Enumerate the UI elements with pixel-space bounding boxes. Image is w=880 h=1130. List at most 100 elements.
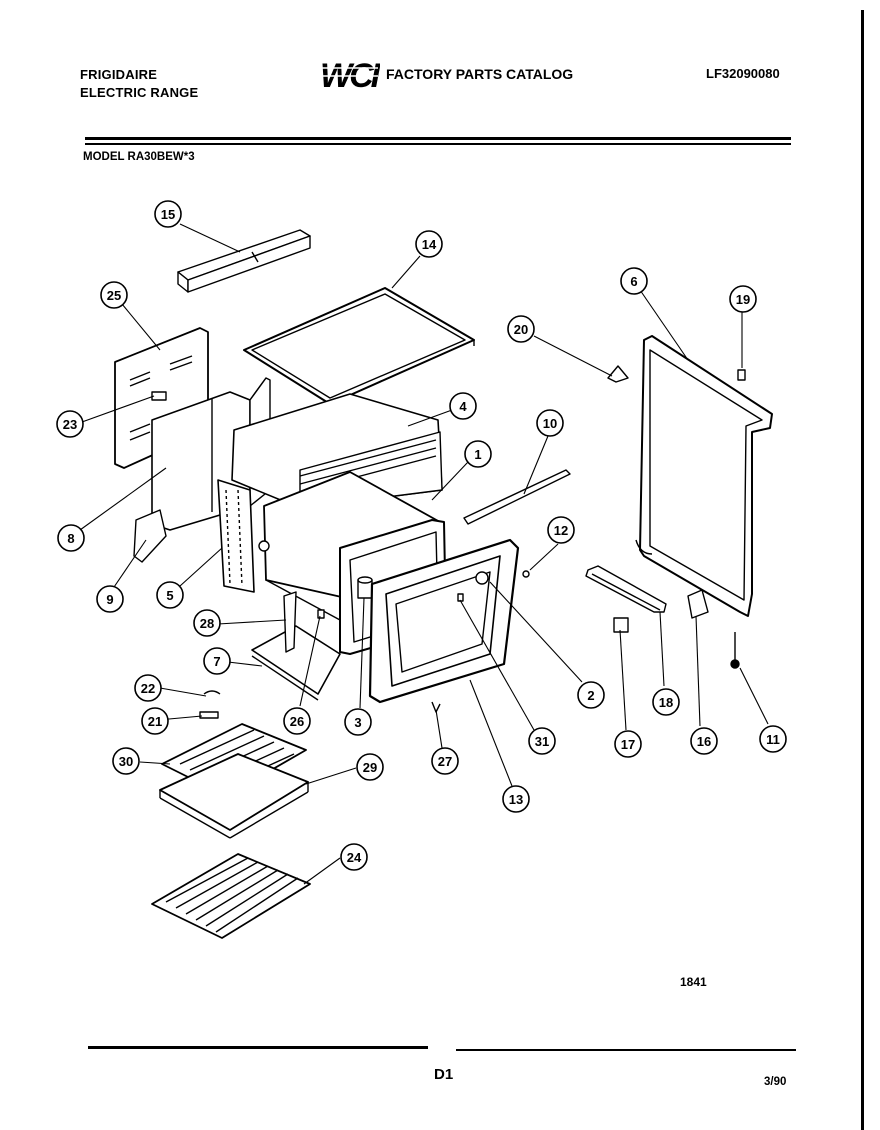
svg-text:25: 25 [107, 288, 121, 303]
header-rule-thin [85, 143, 791, 145]
svg-text:10: 10 [543, 416, 557, 431]
callout-3: 3 [344, 708, 372, 736]
callout-27: 27 [431, 747, 459, 775]
callout-18: 18 [652, 688, 680, 716]
footer-rule-right [456, 1049, 796, 1051]
svg-text:19: 19 [736, 292, 750, 307]
svg-text:18: 18 [659, 695, 673, 710]
part-6-side-panel [635, 335, 773, 617]
page-border [861, 10, 864, 1130]
part-18-rail [585, 565, 667, 613]
part-3-oven-knob [357, 576, 373, 599]
part-15-top-trim [177, 229, 311, 293]
part-5-side-insulation [217, 479, 255, 593]
svg-text:15: 15 [161, 207, 175, 222]
callout-12: 12 [547, 516, 575, 544]
callout-17: 17 [614, 730, 642, 758]
callout-13: 13 [502, 785, 530, 813]
callout-29: 29 [356, 753, 384, 781]
callout-8: 8 [57, 524, 85, 552]
svg-text:21: 21 [148, 714, 162, 729]
part-29-broiler-pan [159, 753, 309, 839]
svg-text:17: 17 [621, 737, 635, 752]
callout-19: 19 [729, 285, 757, 313]
part-26-screw [317, 609, 325, 619]
svg-text:29: 29 [363, 760, 377, 775]
callouts: 15 14 25 23 8 9 5 6 19 20 4 1 10 12 2 18… [56, 200, 787, 871]
svg-text:23: 23 [63, 417, 77, 432]
callout-6: 6 [620, 267, 648, 295]
product-type: ELECTRIC RANGE [80, 85, 199, 100]
part-28-clip [283, 591, 297, 653]
callout-21: 21 [141, 707, 169, 735]
part-9-bracket [133, 509, 167, 563]
svg-text:28: 28 [200, 616, 214, 631]
callout-31: 31 [528, 727, 556, 755]
part-12-screw [522, 570, 530, 578]
svg-text:30: 30 [119, 754, 133, 769]
callout-25: 25 [100, 281, 128, 309]
svg-text:16: 16 [697, 734, 711, 749]
catalog-title: FACTORY PARTS CATALOG [386, 66, 574, 82]
svg-text:13: 13 [509, 792, 523, 807]
callout-20: 20 [507, 315, 535, 343]
svg-text:7: 7 [213, 654, 220, 669]
page-number: D1 [434, 1066, 454, 1083]
brand-name: FRIGIDAIRE [80, 67, 158, 82]
revision-date: 3/90 [764, 1076, 787, 1088]
callout-26: 26 [283, 707, 311, 735]
svg-text:11: 11 [766, 732, 780, 747]
svg-text:3: 3 [354, 715, 361, 730]
callout-28: 28 [193, 609, 221, 637]
svg-text:9: 9 [106, 592, 113, 607]
callout-1: 1 [464, 440, 492, 468]
callout-15: 15 [154, 200, 182, 228]
part-7-bottom-panel [251, 625, 341, 701]
svg-text:24: 24 [347, 850, 362, 865]
callout-5: 5 [156, 581, 184, 609]
svg-text:14: 14 [422, 237, 437, 252]
header-rule-thick [85, 137, 791, 140]
brand-block: FRIGIDAIRE ELECTRIC RANGE [80, 66, 198, 102]
callout-24: 24 [340, 843, 368, 871]
part-21-clip [199, 711, 219, 719]
svg-text:2: 2 [587, 688, 594, 703]
callout-4: 4 [449, 392, 477, 420]
part-13-door-frame [368, 538, 520, 704]
svg-text:4: 4 [459, 399, 467, 414]
svg-text:8: 8 [67, 531, 74, 546]
doc-number: LF32090080 [706, 66, 780, 81]
callout-2: 2 [577, 681, 605, 709]
svg-text:26: 26 [290, 714, 304, 729]
part-10-trim-strip [463, 469, 571, 525]
svg-text:6: 6 [630, 274, 637, 289]
callout-11: 11 [759, 725, 787, 753]
svg-text:20: 20 [514, 322, 528, 337]
callout-9: 9 [96, 585, 124, 613]
part-24-oven-rack [151, 853, 311, 939]
callout-30: 30 [112, 747, 140, 775]
part-19-fastener [737, 369, 746, 381]
diagram-number: 1841 [680, 975, 707, 989]
callout-23: 23 [56, 410, 84, 438]
svg-text:22: 22 [141, 681, 155, 696]
callout-16: 16 [690, 727, 718, 755]
svg-text:31: 31 [535, 734, 549, 749]
wci-logo: WCI [318, 57, 380, 94]
footer-rule-left [88, 1046, 428, 1049]
part-20-clip [607, 365, 629, 383]
part-14-top-panel [243, 287, 475, 410]
callout-22: 22 [134, 674, 162, 702]
part-16-bracket [687, 589, 709, 619]
part-17-switch [613, 617, 629, 633]
svg-text:5: 5 [166, 588, 173, 603]
leader-lines [79, 223, 769, 885]
svg-text:1: 1 [474, 447, 481, 462]
callout-7: 7 [203, 647, 231, 675]
svg-text:27: 27 [438, 754, 452, 769]
part-22-clip [203, 690, 221, 695]
model-number: MODEL RA30BEW*3 [83, 151, 195, 163]
callout-14: 14 [415, 230, 443, 258]
callout-10: 10 [536, 409, 564, 437]
